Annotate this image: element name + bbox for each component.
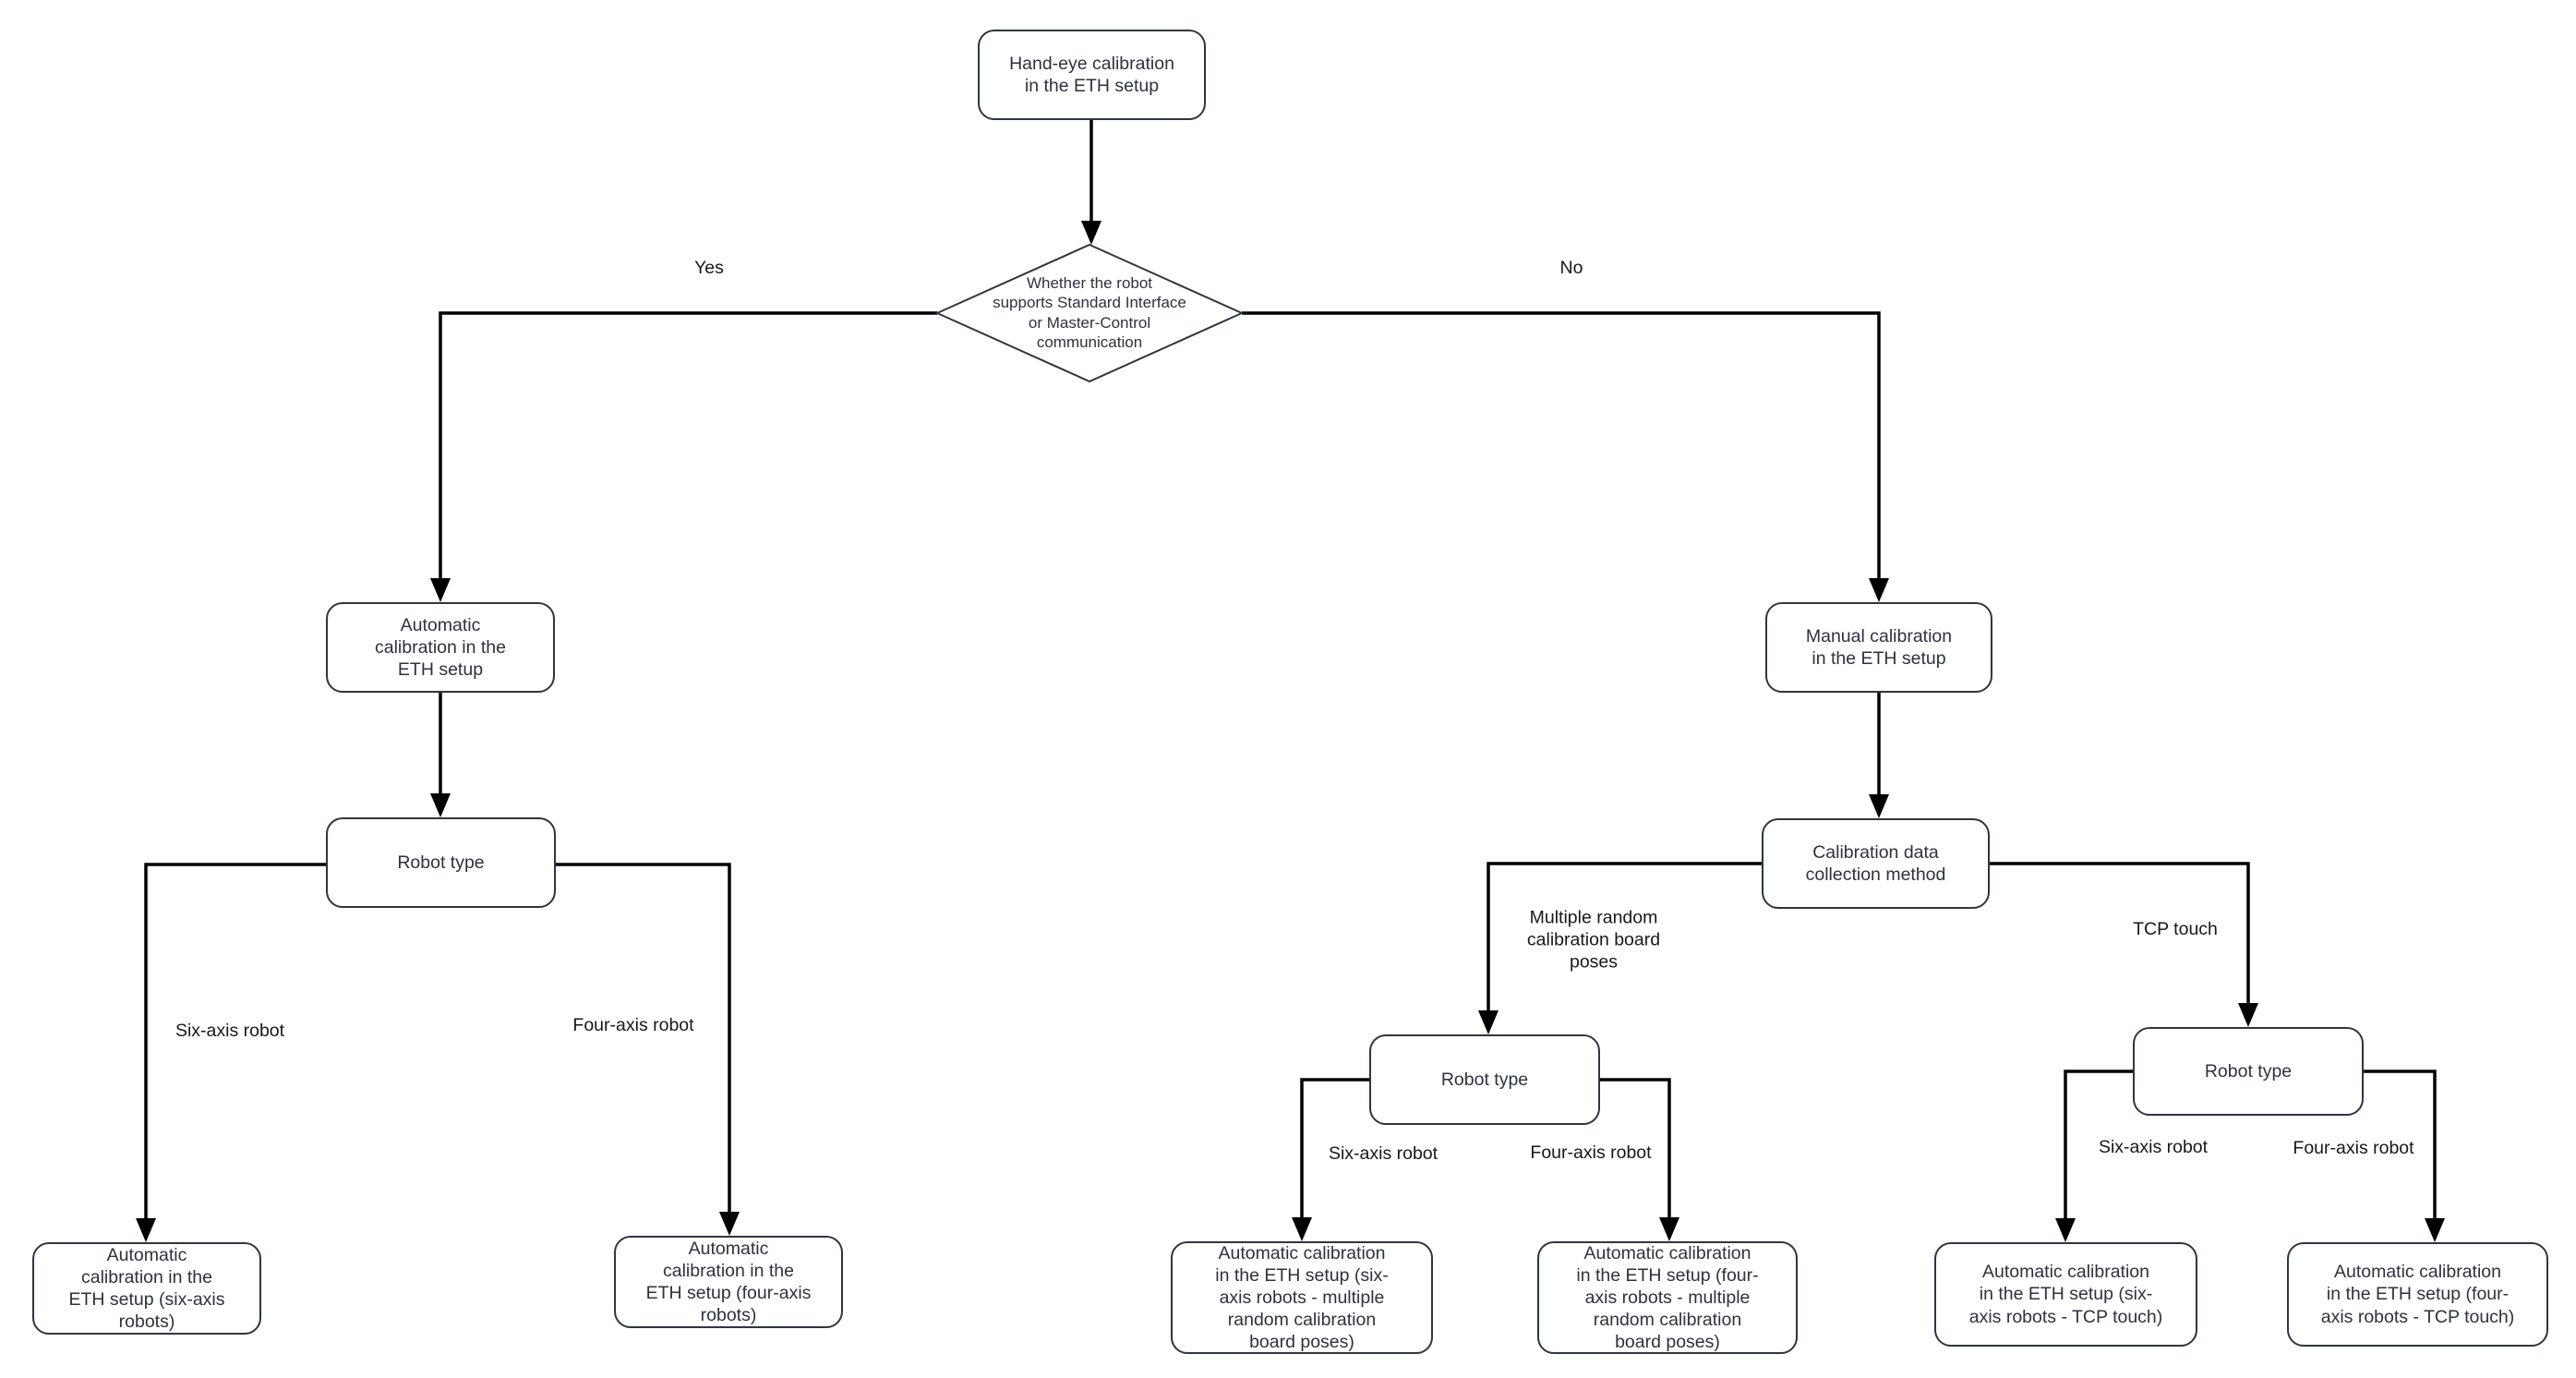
edge-label-six-axis-left: Six-axis robot (175, 1020, 285, 1041)
edge-label-tcp-touch: TCP touch (2133, 918, 2218, 939)
arrowhead (719, 1212, 740, 1236)
arrowhead (1659, 1217, 1679, 1241)
arrowhead (2425, 1218, 2445, 1242)
edge-label-six-axis-poses: Six-axis robot (1328, 1142, 1438, 1164)
arrowhead (430, 578, 451, 602)
arrowhead (1869, 578, 1889, 602)
node-robot-type-poses: Robot type (1369, 1034, 1600, 1125)
node-result-four-axis: Automatic calibration in the ETH setup (… (614, 1236, 843, 1328)
arrowhead (2238, 1003, 2258, 1027)
node-result-four-axis-poses: Automatic calibration in the ETH setup (… (1537, 1241, 1798, 1354)
node-manual-calibration: Manual calibration in the ETH setup (1765, 602, 1992, 693)
edge-label-no: No (1559, 257, 1583, 278)
node-calibration-data-method: Calibration data collection method (1762, 818, 1990, 909)
edge-robottype-tcp-to-six (2064, 1070, 2133, 1220)
decision-diamond-shape (934, 243, 1245, 383)
edge-label-yes: Yes (694, 257, 724, 278)
edge-robottype-to-fouraxis (556, 863, 731, 1214)
edge-robottype-to-sixaxis (144, 863, 326, 1220)
node-result-four-axis-tcp: Automatic calibration in the ETH setup (… (2287, 1242, 2548, 1347)
edge-label-four-axis-poses: Four-axis robot (1530, 1142, 1652, 1163)
node-decision-communication: Whether the robot supports Standard Inte… (993, 274, 1186, 352)
arrowhead (2055, 1218, 2076, 1242)
edge-robottype-poses-to-four (1600, 1078, 1671, 1219)
node-robot-type-left: Robot type (326, 817, 556, 908)
edge-label-multiple-poses: Multiple random calibration board poses (1526, 907, 1661, 973)
arrowhead (1292, 1217, 1312, 1241)
node-result-six-axis-poses: Automatic calibration in the ETH setup (… (1171, 1241, 1433, 1354)
arrowhead (136, 1218, 156, 1242)
node-automatic-calibration: Automatic calibration in the ETH setup (326, 602, 555, 693)
edge-decision-to-manual (1242, 311, 1881, 580)
edge-label-six-axis-tcp: Six-axis robot (2098, 1136, 2209, 1157)
edge-label-four-axis-left: Four-axis robot (572, 1014, 694, 1035)
edge-decision-to-auto (439, 311, 937, 580)
node-result-six-axis: Automatic calibration in the ETH setup (… (32, 1242, 261, 1335)
node-root: Hand-eye calibration in the ETH setup (978, 30, 1206, 120)
edge-robottype-tcp-to-four (2364, 1070, 2437, 1220)
edge-label-four-axis-tcp: Four-axis robot (2293, 1137, 2414, 1158)
arrowhead (430, 793, 451, 817)
arrowhead (1081, 221, 1101, 245)
node-robot-type-tcp: Robot type (2133, 1027, 2364, 1116)
arrowhead (1869, 794, 1889, 818)
node-result-six-axis-tcp: Automatic calibration in the ETH setup (… (1934, 1242, 2197, 1347)
edge-datamethod-to-robottype-poses (1487, 862, 1762, 1012)
arrowhead (1478, 1010, 1499, 1034)
edge-robottype-poses-to-six (1300, 1078, 1369, 1219)
edge-datamethod-to-robottype-tcp (1990, 862, 2250, 1005)
